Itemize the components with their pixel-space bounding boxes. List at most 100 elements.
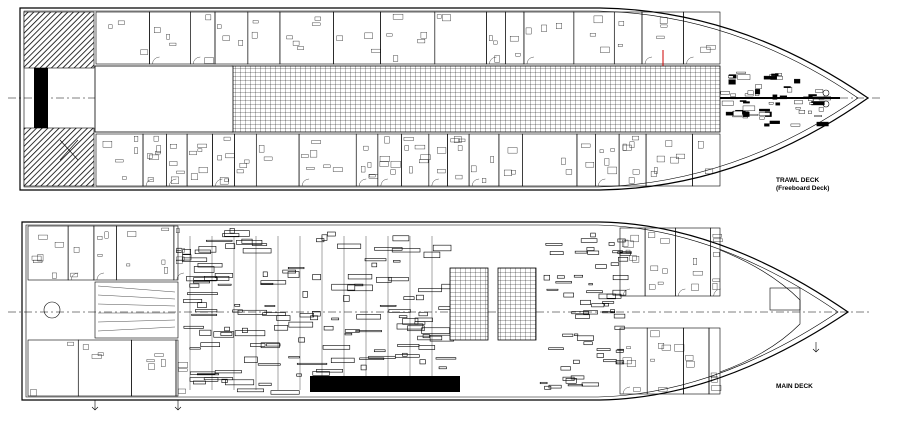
fixture xyxy=(390,160,401,168)
fixture xyxy=(630,234,639,243)
factory-equipment xyxy=(203,377,234,381)
fixture xyxy=(659,17,668,24)
fixture xyxy=(442,14,451,22)
winch-detail xyxy=(790,123,801,127)
fixture xyxy=(650,171,657,177)
factory-equipment-fwd xyxy=(571,311,590,315)
factory-equipment-fwd xyxy=(586,247,595,251)
fixture xyxy=(712,238,723,242)
factory-equipment xyxy=(195,309,218,313)
fixture xyxy=(604,158,610,166)
factory-equipment-fwd xyxy=(576,335,594,341)
fixture xyxy=(706,45,716,50)
fixture xyxy=(190,173,198,180)
factory-equipment-fwd xyxy=(618,256,629,262)
factory-equipment xyxy=(220,332,233,336)
fixture xyxy=(650,265,659,271)
factory-equipment xyxy=(402,318,419,325)
door-swing xyxy=(145,178,154,187)
factory-equipment-fwd xyxy=(606,293,622,299)
fixture xyxy=(386,33,393,37)
factory-equipment xyxy=(331,283,356,291)
trawl-room-port xyxy=(523,11,575,65)
fixture xyxy=(599,149,604,153)
factory-equipment-fwd xyxy=(613,313,626,319)
trawl-room-port xyxy=(149,11,191,65)
fixture xyxy=(661,344,671,351)
trawl-room-port xyxy=(190,11,216,65)
fixture xyxy=(482,178,487,183)
winch-detail xyxy=(747,90,754,95)
door-swing xyxy=(489,56,497,65)
trawl-room-port xyxy=(279,11,334,65)
factory-equipment xyxy=(224,230,250,237)
fixture xyxy=(607,166,617,175)
factory-equipment-fwd xyxy=(580,299,591,306)
trawl-room-port xyxy=(613,11,643,65)
factory-equipment-fwd xyxy=(608,242,615,246)
bow-thruster-room xyxy=(769,287,801,311)
trawl-room-stbd xyxy=(186,133,213,187)
aft-cabin-stbd xyxy=(131,339,177,397)
factory-equipment-fwd xyxy=(562,333,574,337)
fixture xyxy=(675,153,685,159)
trawl-deck-title: TRAWL DECK xyxy=(776,177,820,184)
factory-dark-strip xyxy=(310,376,460,392)
winch-detail xyxy=(721,100,734,106)
fixture xyxy=(104,231,109,239)
factory-equipment-fwd xyxy=(573,359,580,364)
ramp-deck-area xyxy=(94,65,234,133)
factory-equipment-fwd xyxy=(612,289,627,296)
fixture xyxy=(153,135,159,142)
fixture xyxy=(618,21,625,26)
trawl-deck-rooms-port xyxy=(95,11,721,65)
factory-equipment-fwd xyxy=(610,309,615,313)
factory-equipment-fwd xyxy=(596,353,604,358)
winch-detail xyxy=(755,84,762,89)
door-swing xyxy=(471,178,480,187)
winch-detail xyxy=(771,73,779,76)
factory-equipment xyxy=(298,337,305,343)
winch-detail xyxy=(764,123,770,127)
fixture xyxy=(126,263,131,267)
fixture xyxy=(649,284,656,290)
factory-equipment xyxy=(414,321,426,325)
factory-equipment xyxy=(417,335,443,341)
fixture xyxy=(623,240,634,248)
fixture xyxy=(297,46,304,50)
factory-equipment xyxy=(276,315,291,321)
fixture xyxy=(369,174,376,178)
fixture xyxy=(311,22,321,26)
aft-cabin-stbd xyxy=(77,339,132,397)
factory-equipment xyxy=(331,317,340,321)
factory-equipment xyxy=(189,371,216,375)
door-swing xyxy=(380,178,388,187)
fixture xyxy=(54,242,64,248)
fixture xyxy=(102,141,113,148)
main-deck-hull-outline xyxy=(21,221,850,401)
factory-equipment xyxy=(189,283,200,288)
factory-equipment-fwd xyxy=(595,264,607,269)
fixture xyxy=(97,254,103,257)
winch-detail xyxy=(815,89,824,93)
factory-equipment-fwd xyxy=(562,376,575,381)
fixture xyxy=(146,359,155,363)
aft-cabin-stbd xyxy=(27,339,79,397)
fixture xyxy=(628,177,635,184)
factory-equipment xyxy=(242,248,272,254)
fixture xyxy=(189,150,197,156)
fixture xyxy=(364,32,373,39)
fixture xyxy=(585,162,595,168)
factory-equipment xyxy=(344,332,353,336)
plate-freezer-1 xyxy=(449,267,489,341)
fixture xyxy=(698,141,704,149)
factory-equipment xyxy=(198,246,217,253)
fixture xyxy=(67,341,74,346)
winch-detail xyxy=(816,121,829,127)
winch-detail xyxy=(733,110,743,117)
factory-equipment xyxy=(189,347,201,350)
winch-detail xyxy=(763,75,777,80)
trawl-deck-subtitle: (Freeboard Deck) xyxy=(776,185,829,192)
frame-marker-mid xyxy=(174,400,182,411)
factory-equipment xyxy=(236,388,264,393)
